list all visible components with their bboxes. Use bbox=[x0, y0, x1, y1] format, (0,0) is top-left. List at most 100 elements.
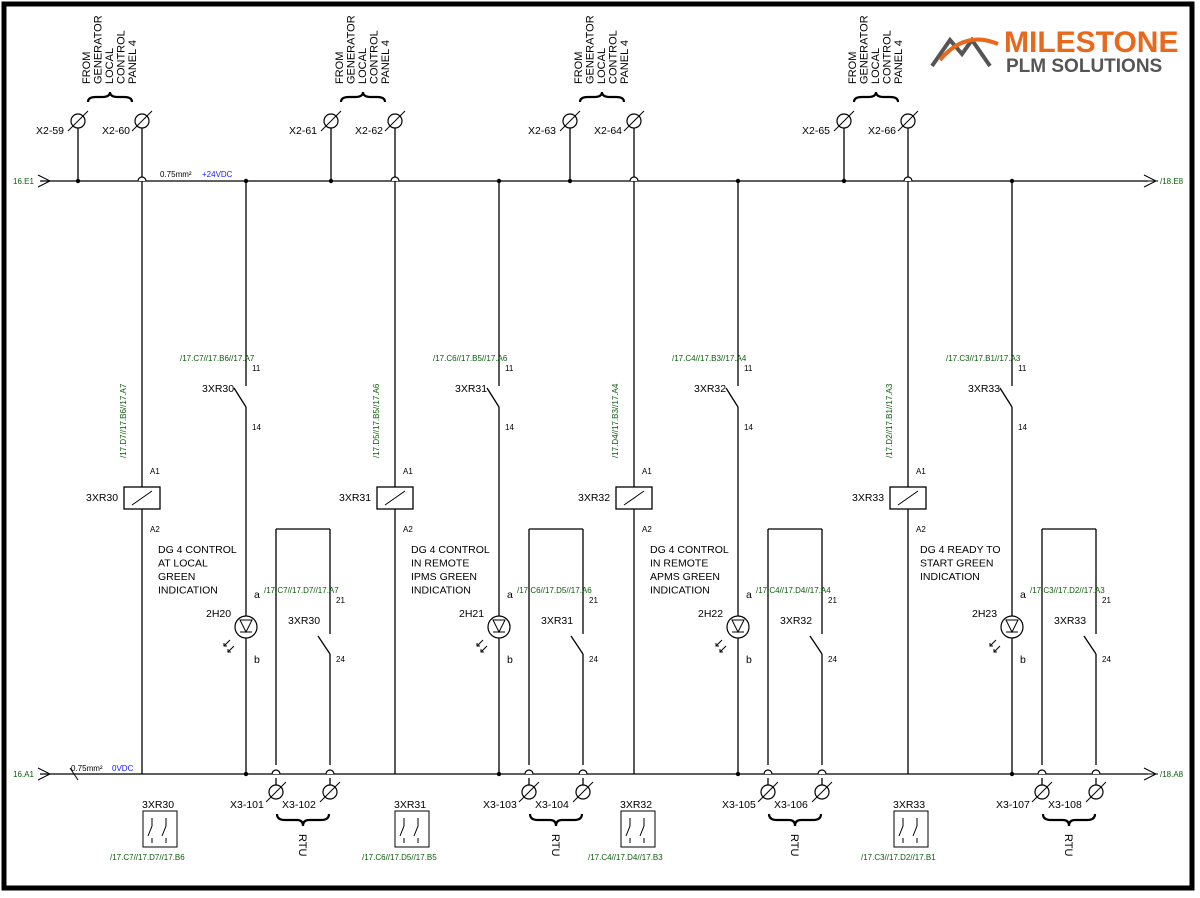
terminal-slash bbox=[67, 110, 89, 132]
pin-a: a bbox=[1020, 589, 1026, 601]
symbol-ref: /17.C3//17.D2//17.B1 bbox=[861, 853, 936, 862]
coil-name: 3XR31 bbox=[339, 492, 371, 504]
terminal-slash bbox=[320, 110, 342, 132]
coil-name: 3XR30 bbox=[86, 492, 118, 504]
source-text: PANEL 4 bbox=[619, 40, 631, 84]
light-rays-icon bbox=[715, 639, 727, 653]
wire-crossover-icon bbox=[903, 176, 913, 182]
indication-text: INDICATION bbox=[650, 585, 710, 597]
coil-slash bbox=[131, 490, 153, 506]
source-text: FROM bbox=[81, 52, 93, 84]
rail-bottom-wire-size: 0.75mm² bbox=[71, 764, 103, 773]
relay-contact-symbol: 3XR31/17.C6//17.D5//17.B5 bbox=[362, 799, 437, 862]
pin-14: 14 bbox=[505, 423, 514, 432]
rtu-terminal-label: X3-104 bbox=[535, 799, 569, 811]
contact-name: 3XR32 bbox=[694, 383, 726, 395]
terminal-label: X2-61 bbox=[289, 125, 317, 137]
rail-top-right-ref: /18.E8 bbox=[1160, 177, 1184, 186]
pin-11: 11 bbox=[744, 364, 753, 373]
terminal-icon bbox=[833, 110, 855, 132]
symbol-ref: /17.C7//17.D7//17.B6 bbox=[110, 853, 185, 862]
pin-11: 11 bbox=[1018, 364, 1027, 373]
source-text: GENERATOR bbox=[93, 15, 105, 84]
coil-ref: /17.D5//17.B5//17.A6 bbox=[372, 383, 381, 458]
contact-ref: /17.C3//17.B1//17.A3 bbox=[946, 354, 1021, 363]
terminal-icon bbox=[131, 110, 153, 132]
pin-a: a bbox=[746, 589, 752, 601]
source-text: GENERATOR bbox=[585, 15, 597, 84]
terminal-icon bbox=[320, 110, 342, 132]
terminal-icon bbox=[559, 110, 581, 132]
contact-name: 3XR31 bbox=[541, 615, 573, 627]
symbol-ref: /17.C6//17.D5//17.B5 bbox=[362, 853, 437, 862]
symbol-name: 3XR31 bbox=[394, 799, 426, 811]
source-text: LOCAL bbox=[357, 48, 369, 84]
wire bbox=[725, 387, 739, 408]
contact-pair-icon bbox=[898, 818, 918, 843]
symbol-name: 3XR30 bbox=[142, 799, 174, 811]
symbol-name: 3XR33 bbox=[893, 799, 925, 811]
contact-ref: /17.C6//17.B5//17.A6 bbox=[433, 354, 508, 363]
pin-b: b bbox=[254, 654, 260, 666]
lamp-name: 2H20 bbox=[206, 608, 231, 620]
terminal-icon bbox=[897, 110, 919, 132]
pin-24: 24 bbox=[336, 655, 345, 664]
terminal-slash bbox=[1031, 781, 1053, 803]
pin-b: b bbox=[1020, 654, 1026, 666]
relay-contact-symbol: 3XR32/17.C4//17.D4//17.B3 bbox=[588, 799, 663, 862]
wire-crossover-icon bbox=[271, 769, 281, 775]
lamp-icon bbox=[234, 615, 258, 639]
contact-ref: /17.C3//17.D2//17.A3 bbox=[1030, 586, 1105, 595]
pin-a2: A2 bbox=[916, 525, 926, 534]
brace-icon bbox=[852, 91, 900, 103]
contact-block-icon bbox=[394, 810, 430, 848]
junction-dot bbox=[735, 771, 741, 777]
junction-dot bbox=[328, 178, 334, 184]
indication-text: APMS GREEN bbox=[650, 571, 720, 583]
company-logo: MILESTONE PLM SOLUTIONS bbox=[930, 26, 1178, 77]
junction-dot bbox=[75, 178, 81, 184]
source-text: GENERATOR bbox=[346, 15, 358, 84]
source-text: GENERATOR bbox=[859, 15, 871, 84]
brace-icon bbox=[528, 813, 584, 827]
indication-text: GREEN bbox=[158, 571, 195, 583]
rail-24vdc: 16.E1 /18.E8 0.75mm² +24VDC bbox=[13, 170, 1184, 188]
terminal-icon bbox=[384, 110, 406, 132]
rail-bottom-right-ref: /18.A8 bbox=[1160, 770, 1184, 779]
source-text: CONTROL bbox=[882, 30, 894, 84]
indication-text: IN REMOTE bbox=[650, 558, 708, 570]
contact-ref: /17.C4//17.D4//17.A4 bbox=[756, 586, 831, 595]
wire-crossover-icon bbox=[629, 176, 639, 182]
indication-text: INDICATION bbox=[920, 571, 980, 583]
terminal-slash bbox=[319, 781, 341, 803]
wire bbox=[317, 635, 331, 655]
contact-ref: /17.C6//17.D5//17.A6 bbox=[517, 586, 592, 595]
wire-crossover-icon bbox=[524, 769, 534, 775]
junction-dot bbox=[567, 178, 573, 184]
source-text: FROM bbox=[847, 52, 859, 84]
pin-a1: A1 bbox=[642, 467, 652, 476]
terminal-slash bbox=[897, 110, 919, 132]
indication-text: DG 4 CONTROL bbox=[158, 544, 237, 556]
contact-pair-icon bbox=[625, 818, 645, 843]
wire-crossover-icon bbox=[137, 176, 147, 182]
terminal-label: X2-60 bbox=[102, 125, 130, 137]
diode-icon bbox=[731, 619, 745, 634]
source-text: FROM bbox=[573, 52, 585, 84]
brace-icon bbox=[339, 91, 387, 103]
indication-text: AT LOCAL bbox=[158, 558, 208, 570]
pin-24: 24 bbox=[589, 655, 598, 664]
rtu-label: RTU bbox=[296, 834, 308, 856]
rtu-terminal-label: X3-103 bbox=[483, 799, 517, 811]
